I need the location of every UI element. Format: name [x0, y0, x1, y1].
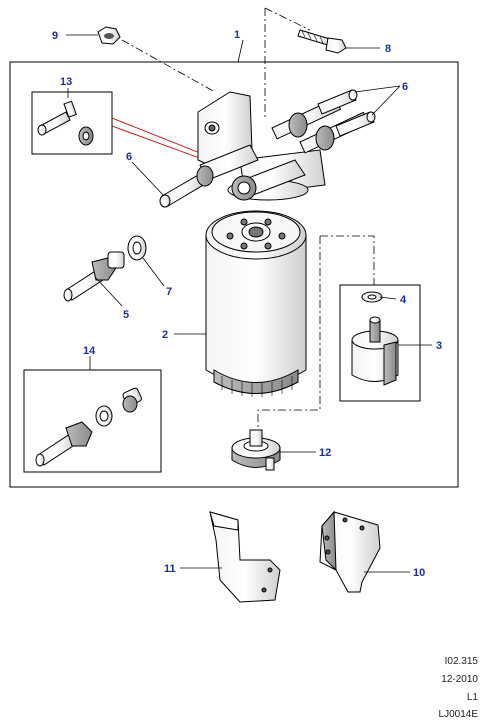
filter-head-part-1[interactable]	[197, 91, 370, 201]
inset-part-14	[23, 369, 162, 473]
nut-part-9[interactable]	[97, 26, 121, 45]
kit-part-14[interactable]	[35, 387, 142, 467]
callout-6-left: 6	[126, 151, 132, 163]
reference-code: I02.315	[444, 656, 478, 667]
callout-10: 10	[413, 567, 425, 579]
washer-part-4[interactable]	[361, 291, 383, 303]
callout-13: 13	[60, 76, 72, 88]
sensor-part-3[interactable]	[351, 316, 399, 386]
reference-drawing: LJ0014E	[438, 709, 478, 720]
connector-part-13[interactable]	[37, 100, 94, 146]
washer-part-7[interactable]	[127, 235, 147, 261]
assembly-frame	[9, 61, 459, 488]
drain-part-12[interactable]	[231, 429, 281, 471]
inset-part-13	[31, 91, 113, 155]
bolt-part-8[interactable]	[297, 29, 347, 54]
fitting-part-6-right[interactable]	[317, 89, 376, 137]
callout-6-right: 6	[402, 81, 408, 93]
fitting-part-6-left[interactable]	[159, 165, 214, 208]
adaptor-part-5[interactable]	[63, 251, 125, 302]
callout-3: 3	[436, 340, 442, 352]
callout-1: 1	[234, 29, 240, 41]
filter-element-part-2[interactable]	[205, 210, 307, 397]
inset-part-3	[339, 284, 421, 402]
bracket-part-10[interactable]	[319, 510, 381, 593]
callout-7: 7	[166, 286, 172, 298]
callout-2: 2	[162, 329, 168, 341]
callout-4: 4	[400, 294, 407, 306]
callout-labels: 9 1 8 6 13 6 7 5 2 4 3 14 12 11 10	[52, 29, 442, 579]
callout-12: 12	[319, 447, 331, 459]
reference-date: 12-2010	[441, 674, 478, 685]
reference-level: L1	[466, 692, 478, 703]
highlight-lines	[111, 117, 206, 161]
callout-5: 5	[123, 309, 129, 321]
bracket-part-11[interactable]	[209, 511, 281, 603]
callout-14: 14	[83, 345, 96, 357]
callout-11: 11	[164, 563, 176, 575]
callout-9: 9	[52, 30, 58, 42]
callout-8: 8	[385, 43, 391, 55]
construction-lines	[121, 7, 375, 430]
leader-lines	[66, 34, 432, 573]
